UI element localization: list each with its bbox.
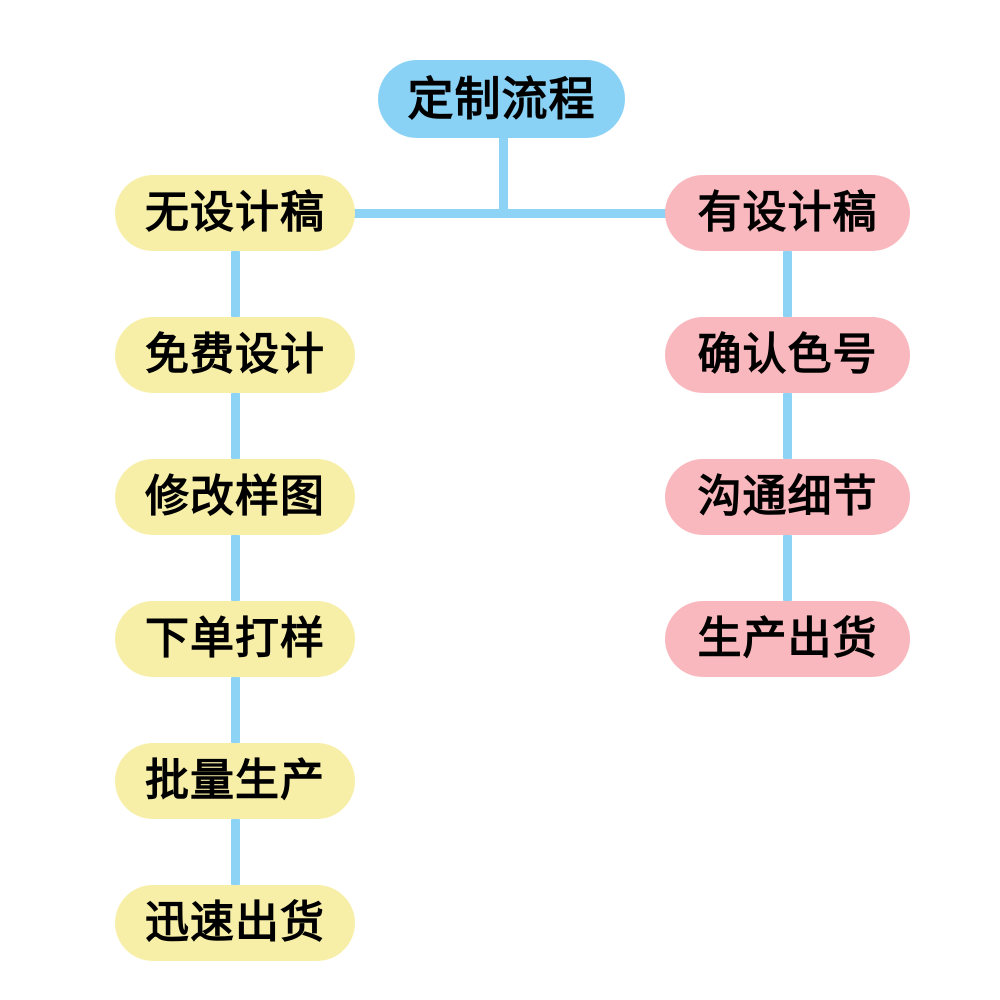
- node-has-design-draft-step-3[interactable]: 沟通细节: [665, 459, 910, 535]
- node-label: 下单打样: [145, 613, 325, 664]
- node-label: 生产出货: [697, 613, 878, 664]
- node-has-design-draft-step-1[interactable]: 有设计稿: [665, 175, 910, 251]
- node-label: 迅速出货: [145, 897, 325, 948]
- node-no-design-draft-step-2[interactable]: 免费设计: [115, 317, 355, 393]
- node-label: 沟通细节: [697, 471, 878, 522]
- connector-no-design-draft-0-to-1: [231, 251, 240, 317]
- connector-has-design-draft-2-to-3: [783, 535, 792, 601]
- connector-has-design-draft-0-to-1: [783, 251, 792, 317]
- connector-root-stem: [499, 130, 508, 218]
- node-label: 确认色号: [697, 329, 878, 380]
- node-no-design-draft-step-1[interactable]: 无设计稿: [115, 175, 355, 251]
- node-has-design-draft-step-4[interactable]: 生产出货: [665, 601, 910, 677]
- connector-cross-bar: [340, 209, 675, 218]
- node-label: 批量生产: [145, 755, 325, 806]
- node-has-design-draft-step-2[interactable]: 确认色号: [665, 317, 910, 393]
- node-no-design-draft-step-6[interactable]: 迅速出货: [115, 885, 355, 961]
- connector-no-design-draft-4-to-5: [231, 819, 240, 885]
- connector-has-design-draft-1-to-2: [783, 393, 792, 459]
- connector-no-design-draft-3-to-4: [231, 677, 240, 743]
- node-root-customization-process[interactable]: 定制流程: [378, 60, 625, 138]
- node-no-design-draft-step-3[interactable]: 修改样图: [115, 459, 355, 535]
- node-no-design-draft-step-5[interactable]: 批量生产: [115, 743, 355, 819]
- node-label: 无设计稿: [145, 187, 325, 238]
- node-label: 修改样图: [145, 471, 325, 522]
- connector-no-design-draft-2-to-3: [231, 535, 240, 601]
- node-label: 定制流程: [407, 72, 596, 126]
- node-label: 免费设计: [145, 329, 325, 380]
- node-no-design-draft-step-4[interactable]: 下单打样: [115, 601, 355, 677]
- node-label: 有设计稿: [697, 187, 878, 238]
- connector-no-design-draft-1-to-2: [231, 393, 240, 459]
